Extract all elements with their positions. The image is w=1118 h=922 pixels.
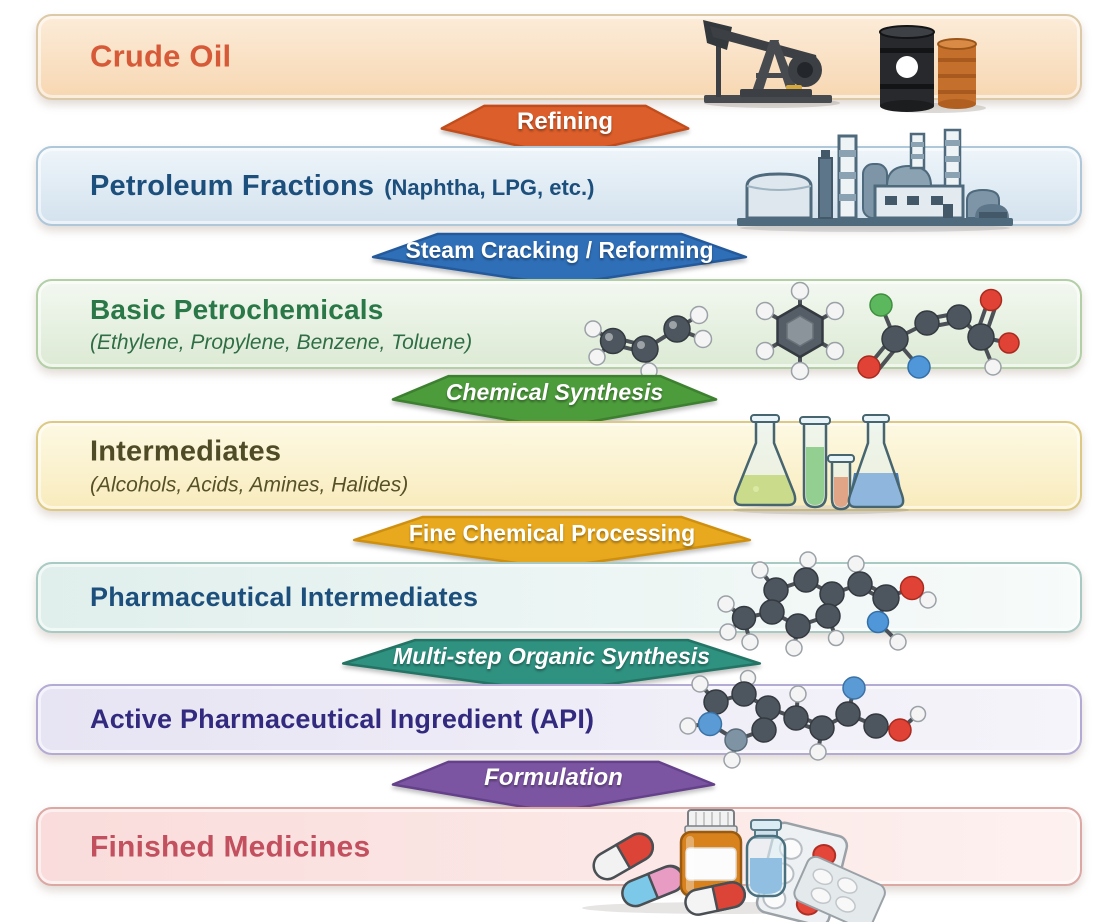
stage-text: Pharmaceutical Intermediates bbox=[90, 581, 478, 615]
api-molecule-icon bbox=[679, 669, 927, 769]
stage-subtitle: (Naphtha, LPG, etc.) bbox=[384, 174, 595, 200]
oil-barrels-icon bbox=[872, 20, 990, 113]
stage-text: Finished Medicines bbox=[90, 828, 370, 866]
refinery-icon bbox=[735, 128, 1015, 232]
arrow-label: Refining bbox=[517, 108, 613, 135]
stage-title: Finished Medicines bbox=[90, 829, 371, 863]
stage-text: Active Pharmaceutical Ingredient (API) bbox=[90, 703, 594, 737]
arrow-label: Steam Cracking / Reforming bbox=[405, 237, 714, 263]
arrow-label: Fine Chemical Processing bbox=[408, 520, 696, 546]
stage-title: Basic Petrochemicals bbox=[90, 293, 384, 325]
arrow-multi-step-organic-synthesis: Multi-step Organic Synthesis bbox=[341, 635, 762, 694]
arrow-refining: Refining bbox=[440, 101, 690, 158]
medicines-icon bbox=[575, 794, 886, 922]
intermediate-molecule-icon bbox=[717, 551, 937, 657]
arrow-fine-chemical-processing: Fine Chemical Processing bbox=[352, 512, 752, 570]
stage-subtitle: (Ethylene, Propylene, Benzene, Toluene) bbox=[90, 330, 473, 354]
stage-title: Petroleum Fractions bbox=[90, 169, 375, 202]
stage-box-petroleum-fractions: Petroleum Fractions (Naphtha, LPG, etc.) bbox=[36, 146, 1082, 226]
stage-subtitle: (Alcohols, Acids, Amines, Halides) bbox=[90, 473, 409, 497]
stage-box-finished-medicines: Finished Medicines bbox=[36, 807, 1082, 886]
arrow-label: Multi-step Organic Synthesis bbox=[393, 643, 710, 669]
arrow-chemical-synthesis: Chemical Synthesis bbox=[391, 371, 718, 430]
stage-box-intermediates: Intermediates (Alcohols, Acids, Amines, … bbox=[36, 421, 1082, 511]
stage-text: Crude Oil bbox=[90, 38, 231, 77]
arrow-label: Chemical Synthesis bbox=[445, 379, 664, 405]
stage-title: Pharmaceutical Intermediates bbox=[90, 581, 479, 612]
arrow-label: Formulation bbox=[484, 764, 623, 791]
petrochemical-molecules-icon bbox=[584, 281, 1020, 381]
lab-glassware-icon bbox=[726, 407, 909, 515]
stage-text: Petroleum Fractions (Naphtha, LPG, etc.) bbox=[90, 168, 594, 204]
stage-title: Intermediates bbox=[90, 435, 282, 468]
stage-text: Basic Petrochemicals (Ethylene, Propylen… bbox=[90, 292, 472, 356]
oil-pump-jack-icon bbox=[700, 13, 850, 108]
stage-title: Crude Oil bbox=[90, 38, 232, 74]
stage-box-api: Active Pharmaceutical Ingredient (API) bbox=[36, 684, 1082, 755]
stage-text: Intermediates (Alcohols, Acids, Amines, … bbox=[90, 433, 408, 499]
stage-title: Active Pharmaceutical Ingredient (API) bbox=[90, 703, 595, 734]
